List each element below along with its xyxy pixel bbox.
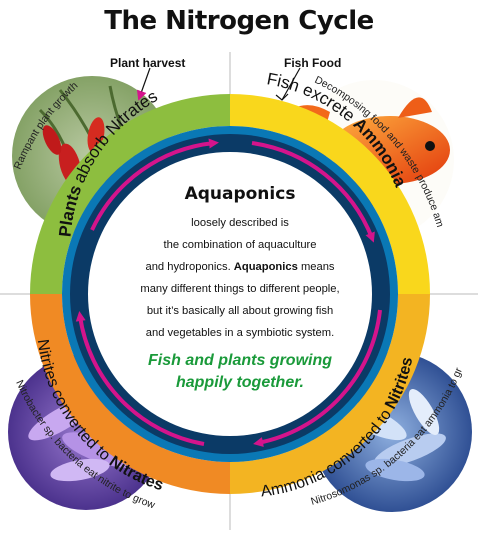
center-line-3b: means	[300, 261, 335, 273]
center-body: loosely described is the combination of …	[116, 212, 364, 344]
center-text: Aquaponics loosely described is the comb…	[116, 184, 364, 344]
fish-food-label: Fish Food	[284, 56, 342, 70]
center-line-3: and hydroponics. Aquaponics means	[116, 256, 364, 278]
arrow-ammonia-to-nitrites	[253, 309, 382, 447]
ring-segment-fish	[230, 94, 430, 294]
center-line-3a: and hydroponics.	[145, 261, 231, 273]
center-line-1: loosely described is	[191, 217, 289, 229]
tagline: Fish and plants growing happily together…	[110, 350, 370, 394]
plant-harvest-label: Plant harvest	[110, 56, 186, 70]
page-title: The Nitrogen Cycle	[104, 6, 374, 36]
center-line-2: the combination of aquaculture	[163, 239, 317, 251]
ring-segment-nitrites	[30, 294, 230, 494]
center-line-3-bold: Aquaponics	[233, 261, 298, 273]
tagline-line-2: happily together.	[175, 374, 304, 391]
arrow-plants-to-fish	[90, 138, 219, 231]
center-circle	[88, 152, 372, 436]
center-line-6: and vegetables in a symbiotic system.	[145, 327, 335, 339]
center-heading: Aquaponics	[184, 184, 296, 204]
ring-segment-plants	[30, 94, 230, 294]
arrow-nitrites-to-plants	[75, 311, 205, 446]
cycle-arrows	[75, 138, 382, 447]
tagline-line-1: Fish and plants growing	[148, 352, 332, 369]
fish-food-pointer	[281, 67, 301, 101]
center-line-5: but it’s basically all about growing fis…	[146, 305, 334, 317]
arrow-fish-to-ammonia	[251, 141, 375, 243]
plant-harvest-pointer	[136, 67, 151, 101]
ring-segment-ammonia	[230, 294, 430, 494]
outer-ring	[30, 94, 430, 494]
center-line-4: many different things to different peopl…	[140, 283, 340, 295]
fish-food-arrowhead	[275, 93, 289, 101]
